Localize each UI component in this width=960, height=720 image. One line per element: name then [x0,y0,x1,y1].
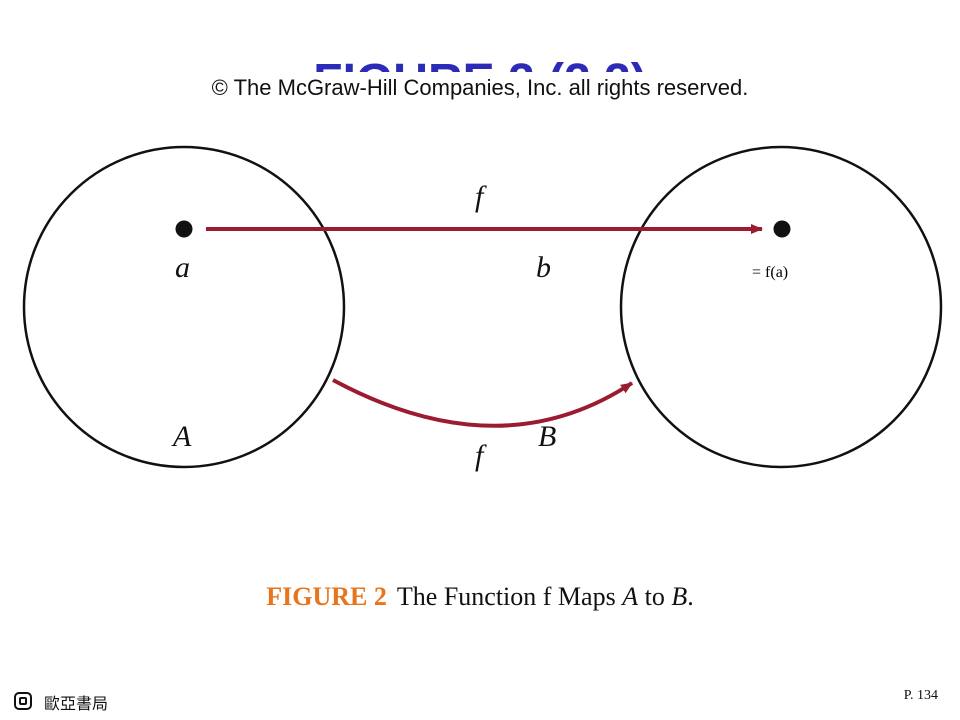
set-b-label: B [538,420,556,453]
caption-text-2: to [638,582,672,611]
image-label: = f(a) [752,264,788,281]
arrow-label-bottom: f [475,439,487,472]
figure-caption: FIGURE 2 The Function f Maps A to B. [0,582,960,612]
publisher-name: 歐亞書局 [44,694,109,713]
copyright-text: © The McGraw-Hill Companies, Inc. all ri… [211,75,749,100]
image-arg: a [776,264,783,281]
image-paren-open: ( [770,264,775,281]
element-b-label: b [536,251,551,284]
element-a-label: a [175,251,190,284]
slide-title: FIGURE 2 (2.2) [0,44,960,75]
figure-label: FIGURE 2 [266,582,387,611]
set-a-circle [22,145,346,469]
copyright-notice: © The McGraw-Hill Companies, Inc. all ri… [0,72,960,108]
set-b-circle [619,145,943,469]
publisher-logo-icon [14,692,32,710]
caption-period: . [687,582,694,611]
caption-text-1: The Function f Maps [396,582,623,611]
image-paren-close: ) [783,264,788,281]
mapping-arrow-bottom [332,378,634,428]
slide-title-text: FIGURE 2 (2.2) [313,58,646,75]
element-a-dot [175,220,193,238]
set-a-label: A [171,420,192,453]
image-equals: = [752,264,765,281]
caption-set-a: A [622,582,639,611]
element-b-dot [773,220,791,238]
page-number: P. 134 [903,688,938,703]
arrow-label-top: f [475,180,487,213]
caption-set-b: B [671,582,688,611]
image-func: f [765,264,771,281]
